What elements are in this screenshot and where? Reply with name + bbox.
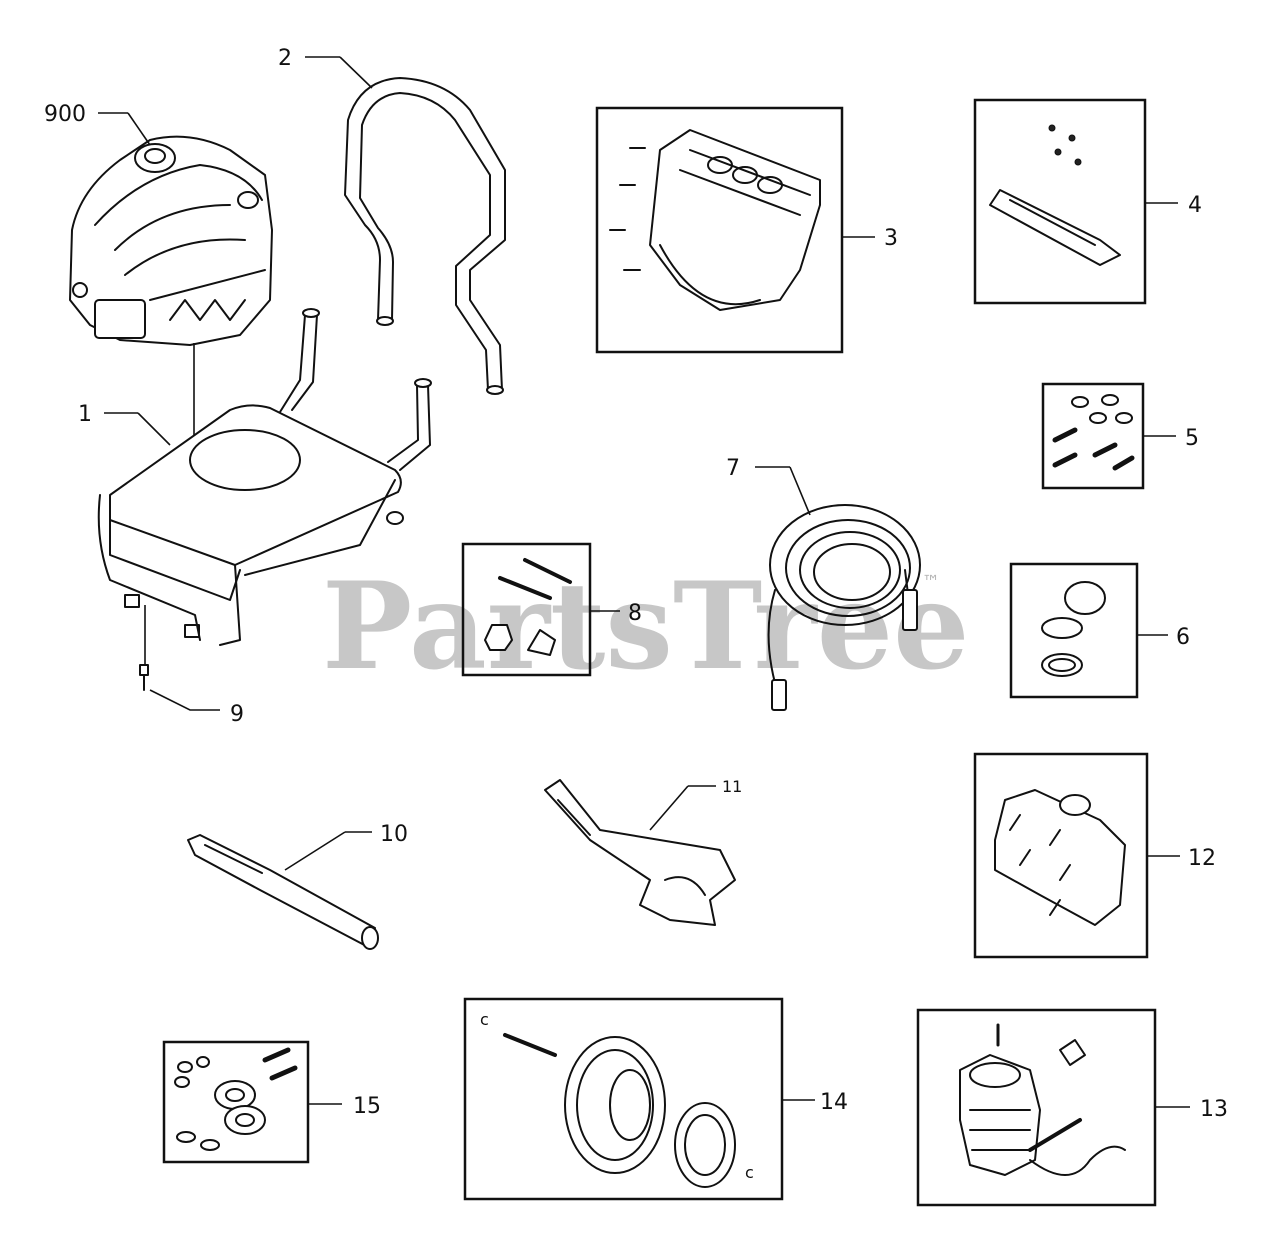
callout-15[interactable]: 15	[353, 1094, 381, 1119]
callout-6[interactable]: 6	[1176, 625, 1190, 650]
callout-900[interactable]: 900	[44, 102, 86, 127]
part-6-cap	[1041, 581, 1106, 677]
part-14-wheel: c c	[480, 1010, 754, 1188]
part-1-frame[interactable]	[97, 308, 432, 646]
callout-5[interactable]: 5	[1185, 426, 1199, 451]
part-2-handle[interactable]	[344, 77, 506, 395]
part-4-box[interactable]	[973, 98, 1147, 305]
leader-1b	[137, 412, 171, 446]
part-8-hardware	[484, 558, 572, 656]
watermark-trademark: ™	[922, 572, 940, 593]
callout-9[interactable]: 9	[230, 702, 244, 727]
callout-2[interactable]: 2	[278, 46, 292, 71]
callout-10[interactable]: 10	[380, 822, 408, 847]
svg-text:c: c	[480, 1010, 489, 1029]
leader-11	[649, 785, 689, 831]
part-5-hardware	[1052, 394, 1135, 471]
callout-12[interactable]: 12	[1188, 846, 1216, 871]
leader-900b	[127, 112, 151, 146]
part-900-engine[interactable]	[69, 135, 273, 470]
part-12-tank	[994, 789, 1126, 926]
part-3-bracket	[609, 129, 821, 311]
callout-8[interactable]: 8	[628, 601, 642, 626]
callout-11[interactable]: 11	[722, 777, 742, 796]
part-7-hose[interactable]	[767, 504, 921, 711]
callout-4[interactable]: 4	[1188, 193, 1202, 218]
leader-10	[284, 831, 346, 871]
callout-1[interactable]: 1	[78, 402, 92, 427]
callout-13[interactable]: 13	[1200, 1097, 1228, 1122]
watermark-text: PartsTree	[322, 556, 969, 697]
part-15-box[interactable]	[162, 1040, 310, 1164]
part-14-box[interactable]	[463, 997, 784, 1201]
leader-2b	[339, 56, 373, 89]
part-3-box[interactable]	[595, 106, 844, 354]
part-9-bolt[interactable]	[139, 605, 149, 691]
leader-7b	[789, 466, 811, 516]
part-10-wand[interactable]	[187, 834, 379, 950]
part-4-wire-bracket	[989, 124, 1121, 266]
callout-14[interactable]: 14	[820, 1090, 848, 1115]
watermark: PartsTree ™	[322, 556, 969, 697]
part-8-box[interactable]	[461, 542, 592, 677]
part-15-bearings	[174, 1047, 298, 1151]
svg-text:c: c	[745, 1163, 754, 1182]
part-11-spray-gun[interactable]	[544, 779, 736, 926]
part-13-pump	[959, 1023, 1126, 1176]
callout-3[interactable]: 3	[884, 226, 898, 251]
callout-7[interactable]: 7	[726, 456, 740, 481]
leader-9	[149, 689, 220, 711]
part-6-box[interactable]	[1009, 562, 1139, 699]
